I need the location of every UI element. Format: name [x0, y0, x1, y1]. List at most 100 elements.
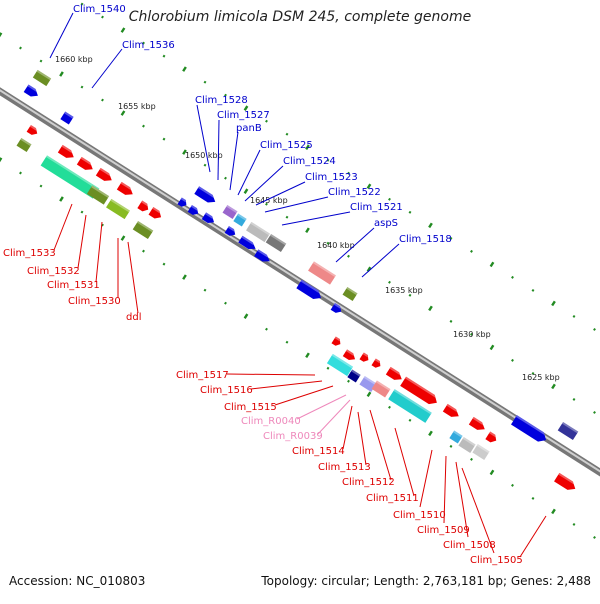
scale-tick-label: 1645 kbp — [250, 196, 288, 205]
gene-arrow-body — [106, 198, 130, 220]
gene-label[interactable]: Clim_1514 — [292, 446, 345, 457]
gene-arrow-highlight — [110, 198, 130, 213]
guide-tick — [120, 235, 126, 241]
scale-labels: 1660 kbp 1655 kbp 1650 kbp 1645 kbp 1640… — [55, 55, 560, 382]
gene-label[interactable]: Clim_1522 — [328, 187, 381, 198]
callout-line — [49, 12, 74, 59]
gene-label[interactable]: Clim_1530 — [68, 296, 121, 307]
guide-tick — [489, 344, 495, 351]
callout-line — [419, 449, 433, 508]
gene-label[interactable]: Clim_R0039 — [263, 431, 323, 442]
gene-label[interactable]: Clim_1510 — [393, 510, 446, 521]
genome-summary-text: Topology: circular; Length: 2,763,181 bp… — [261, 574, 591, 588]
guide-tick — [162, 54, 166, 58]
gene-arrow-highlight — [61, 144, 73, 154]
callout-line — [53, 203, 73, 251]
gene-label[interactable]: Clim_1518 — [399, 234, 452, 245]
gene-arrow — [86, 185, 110, 205]
gene-arrow-body — [472, 444, 490, 460]
gene-arrow — [458, 437, 476, 453]
guide-tick — [120, 27, 126, 33]
gene-arrow-body — [86, 185, 110, 205]
gene-label[interactable]: Clim_1505 — [470, 555, 523, 566]
gene-arrow — [26, 124, 38, 135]
gene-label[interactable]: Clim_1523 — [305, 172, 358, 183]
guide-tick — [366, 183, 372, 190]
scale-tick-label: 1660 kbp — [55, 55, 93, 64]
gene-label[interactable]: Clim_1532 — [27, 266, 80, 277]
gene-label[interactable]: Clim_1525 — [260, 140, 313, 151]
callout-line — [217, 119, 220, 181]
gene-label[interactable]: Clim_1516 — [200, 385, 253, 396]
gene-arrow — [330, 302, 342, 313]
guide-tick — [305, 144, 310, 150]
gene-label[interactable]: Clim_1527 — [217, 110, 270, 121]
gene-arrow-body — [485, 431, 497, 443]
guide-tick — [162, 262, 166, 266]
guide-tick — [142, 249, 145, 253]
gene-arrow-body — [511, 415, 547, 442]
gene-arrow-highlight — [389, 366, 401, 376]
guide-tick — [80, 210, 84, 214]
gene-label[interactable]: Clim_1521 — [350, 202, 403, 213]
gene-label[interactable]: Clim_1533 — [3, 248, 56, 259]
callout-line — [91, 48, 123, 89]
guide-tick — [593, 327, 596, 331]
gene-label[interactable]: aspS — [374, 218, 398, 229]
gene-label[interactable]: panB — [236, 123, 262, 134]
callout-line — [229, 131, 239, 191]
gene-label[interactable]: Clim_1536 — [122, 40, 175, 51]
gene-arrow-body — [194, 186, 216, 203]
gene-label[interactable]: Clim_1512 — [342, 477, 395, 488]
gene-label[interactable]: Clim_1524 — [283, 156, 336, 167]
gene-label[interactable]: Clim_1531 — [47, 280, 100, 291]
gene-arrow-body — [116, 181, 133, 195]
callout-line — [519, 515, 547, 558]
guide-tick — [265, 327, 268, 331]
gene-label[interactable]: ddl — [126, 312, 141, 323]
guide-tick — [326, 158, 330, 162]
gene-arrow-highlight — [180, 197, 186, 203]
gene-label[interactable]: Clim_1508 — [443, 540, 496, 551]
guide-tick — [470, 457, 473, 461]
gene-label[interactable]: Clim_1515 — [224, 402, 277, 413]
guide-tick — [80, 2, 84, 6]
gene-arrow — [233, 213, 247, 227]
callout-line — [342, 405, 353, 450]
guide-tick — [101, 15, 104, 19]
gene-arrow — [57, 144, 74, 158]
gene-arrow — [238, 235, 256, 249]
gene-arrow-highlight — [562, 421, 579, 434]
gene-label[interactable]: Clim_1511 — [366, 493, 419, 504]
gene-arrow — [106, 198, 130, 220]
gene-label[interactable]: Clim_1513 — [318, 462, 371, 473]
guide-tick — [19, 171, 22, 175]
gene-arrow — [201, 212, 215, 224]
gene-arrow — [95, 167, 112, 181]
guide-tick — [162, 137, 166, 141]
gene-label[interactable]: Clim_R0040 — [241, 416, 301, 427]
callout-line — [394, 427, 415, 497]
gene-arrow-body — [32, 69, 52, 87]
callout-line — [361, 243, 400, 278]
gene-arrow-highlight — [205, 212, 213, 219]
guide-tick — [0, 157, 3, 163]
gene-label[interactable]: Clim_1509 — [417, 525, 470, 536]
gene-label[interactable]: Clim_1528 — [195, 95, 248, 106]
guide-tick — [243, 313, 249, 319]
gene-arrow — [359, 352, 369, 362]
gene-arrow-highlight — [198, 186, 214, 198]
gene-arrow-body — [458, 437, 476, 453]
gene-label[interactable]: Clim_1517 — [176, 370, 229, 381]
gene-arrow-highlight — [374, 358, 380, 364]
callout-line — [274, 385, 334, 406]
callout-line — [317, 399, 351, 435]
guide-tick — [531, 496, 535, 500]
guide-tick — [388, 280, 391, 284]
gene-arrow-body — [385, 366, 402, 380]
gene-arrow-body — [57, 144, 74, 158]
gene-arrow — [342, 286, 358, 302]
gene-label[interactable]: Clim_1540 — [73, 4, 126, 15]
guide-tick — [428, 222, 433, 229]
